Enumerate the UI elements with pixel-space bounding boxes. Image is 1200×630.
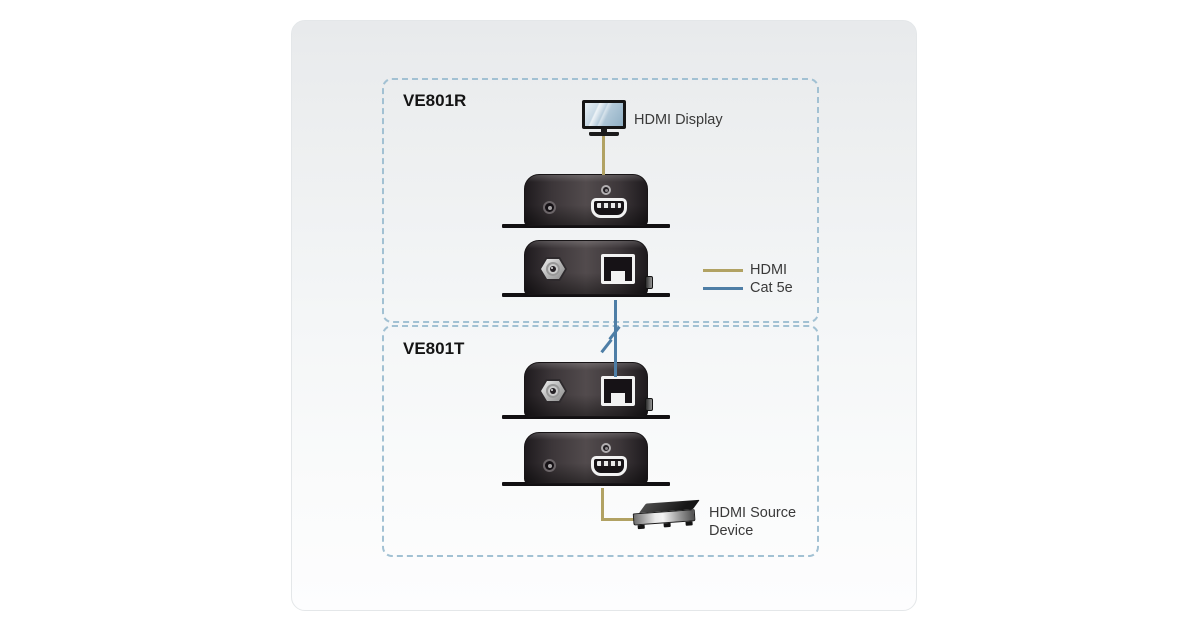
screw-hole bbox=[601, 443, 611, 453]
rj45-port-tab bbox=[611, 393, 625, 403]
hdmi-port bbox=[591, 456, 627, 476]
side-knob bbox=[645, 276, 653, 289]
transmitter-front-unit bbox=[502, 362, 670, 421]
mounting-bracket bbox=[502, 224, 670, 228]
screw-hole bbox=[601, 185, 611, 195]
hex-connector-center bbox=[550, 388, 556, 394]
hdmi-port bbox=[591, 198, 627, 218]
rj45-port bbox=[601, 254, 635, 284]
hdmi-cable-transmitter-to-source-vertical bbox=[601, 488, 604, 521]
rj45-port bbox=[601, 376, 635, 406]
hdmi-port-pins bbox=[597, 461, 621, 466]
mounting-bracket bbox=[502, 415, 670, 419]
legend-cat5e-swatch bbox=[703, 287, 743, 290]
hdmi-display-icon bbox=[582, 100, 626, 138]
cat5e-cable bbox=[614, 300, 617, 377]
transmitter-group-label: VE801T bbox=[403, 339, 465, 358]
legend-hdmi-label: HDMI bbox=[750, 262, 788, 278]
device-body bbox=[524, 362, 653, 417]
hdmi-source-device-icon bbox=[632, 498, 706, 534]
hdmi-cable-transmitter-to-source-horizontal bbox=[601, 518, 636, 521]
mounting-bracket bbox=[502, 482, 670, 486]
player-foot bbox=[663, 522, 671, 528]
monitor-frame bbox=[582, 100, 626, 129]
player-foot bbox=[637, 524, 645, 530]
hex-connector-center bbox=[550, 266, 556, 272]
monitor-stand-base bbox=[589, 132, 619, 136]
transmitter-rear-unit bbox=[502, 432, 670, 488]
transmitter-group-box bbox=[382, 325, 819, 557]
hdmi-display-label: HDMI Display bbox=[634, 112, 723, 128]
monitor-stand-neck bbox=[601, 129, 607, 132]
receiver-rear-unit bbox=[502, 174, 670, 230]
hdmi-cable-display-to-receiver bbox=[602, 135, 605, 175]
device-body bbox=[524, 174, 648, 226]
hdmi-source-device-label: HDMI Source Device bbox=[709, 505, 797, 539]
receiver-front-unit bbox=[502, 240, 670, 299]
player-foot bbox=[685, 521, 693, 526]
monitor-screen bbox=[585, 103, 623, 126]
mounting-bracket bbox=[502, 293, 670, 297]
hdmi-port-pins bbox=[597, 203, 621, 208]
device-body bbox=[524, 432, 648, 484]
power-jack-port bbox=[543, 459, 556, 472]
device-body bbox=[524, 240, 653, 295]
rj45-port-tab bbox=[611, 271, 625, 281]
side-knob bbox=[645, 398, 653, 411]
legend-hdmi-swatch bbox=[703, 269, 743, 272]
receiver-group-label: VE801R bbox=[403, 91, 467, 110]
legend-cat5e-label: Cat 5e bbox=[750, 280, 793, 296]
receiver-group-box bbox=[382, 78, 819, 323]
power-jack-port bbox=[543, 201, 556, 214]
